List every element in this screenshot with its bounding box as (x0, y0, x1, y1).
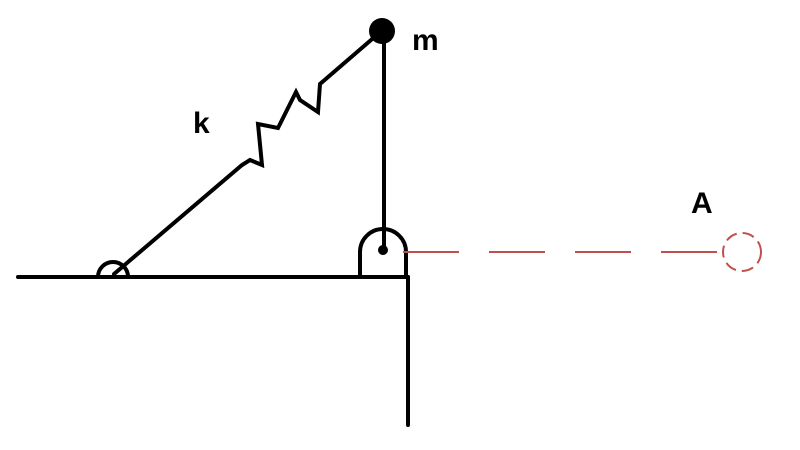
point-a-label: A (691, 187, 713, 220)
spring-label: k (193, 107, 210, 140)
left-pin-support (96, 260, 130, 278)
point-a-dashed-circle (722, 232, 762, 272)
mass (369, 18, 395, 44)
spring (112, 32, 380, 276)
mass-label: m (412, 24, 439, 57)
